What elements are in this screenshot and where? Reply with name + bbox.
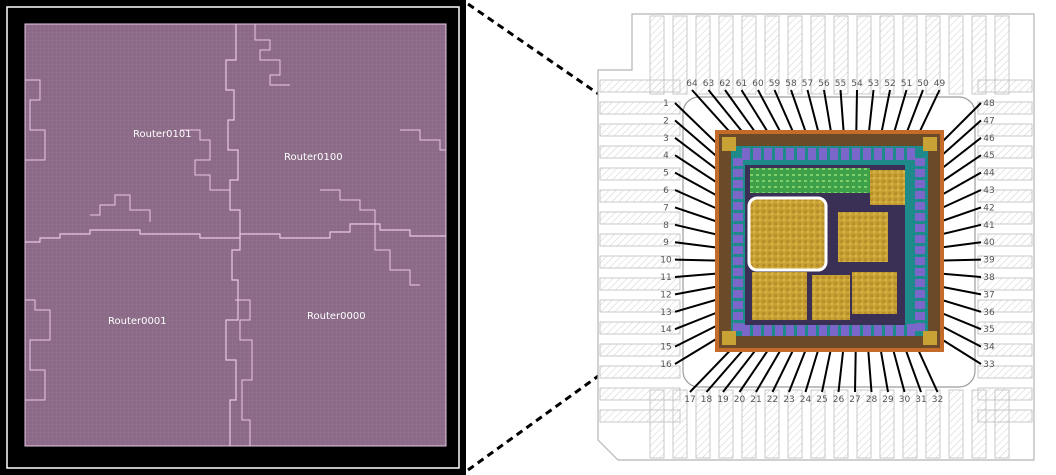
pin-label-left: 6	[663, 186, 669, 196]
pin-label-bottom: 21	[750, 395, 761, 405]
pin-label-right: 46	[983, 134, 995, 144]
pin-label-bottom: 19	[717, 395, 729, 405]
pin-label-top: 51	[901, 79, 912, 89]
pin-label-right: 37	[983, 290, 994, 300]
router-label-0100: Router0100	[284, 152, 343, 163]
pin-label-bottom: 27	[849, 395, 860, 405]
pin-label-right: 43	[983, 186, 994, 196]
bond-pads	[733, 148, 925, 336]
pin-label-right: 38	[983, 273, 995, 283]
pin-label-left: 11	[660, 273, 671, 283]
layout-view-panel: Router0101 Router0100 Router0001 Router0…	[0, 0, 466, 475]
highlighted-core	[747, 196, 828, 272]
pin-label-bottom: 32	[932, 395, 943, 405]
pin-label-left: 9	[663, 238, 669, 248]
pin-label-right: 34	[983, 343, 995, 353]
pin-label-right: 33	[983, 360, 994, 370]
lead-frame	[599, 15, 1033, 459]
pin-label-top: 58	[785, 79, 797, 89]
pin-label-right: 48	[983, 99, 995, 109]
pin-label-right: 41	[983, 221, 994, 231]
pin-label-top: 49	[934, 79, 946, 89]
pin-label-bottom: 20	[734, 395, 746, 405]
pin-label-left: 12	[660, 290, 671, 300]
pin-label-top: 60	[752, 79, 764, 89]
pin-label-top: 53	[868, 79, 879, 89]
pin-label-right: 45	[983, 151, 994, 161]
pin-label-top: 56	[818, 79, 830, 89]
pin-label-left: 10	[660, 256, 672, 266]
pin-label-bottom: 29	[882, 395, 894, 405]
router-label-0000: Router0000	[307, 311, 366, 322]
pin-label-bottom: 24	[800, 395, 812, 405]
pin-label-bottom: 17	[684, 395, 695, 405]
pin-label-right: 36	[983, 308, 995, 318]
pin-label-top: 61	[736, 79, 747, 89]
pin-label-right: 35	[983, 325, 994, 335]
chip-die	[715, 130, 944, 352]
pin-label-left: 7	[663, 203, 669, 213]
pin-label-left: 4	[663, 151, 669, 161]
pin-label-right: 47	[983, 116, 994, 126]
pin-label-right: 40	[983, 238, 995, 248]
pin-label-bottom: 25	[816, 395, 827, 405]
pin-label-right: 42	[983, 203, 994, 213]
pin-label-top: 54	[851, 79, 863, 89]
layout-outline	[6, 6, 460, 469]
pin-label-left: 14	[660, 325, 672, 335]
pin-label-left: 16	[660, 360, 672, 370]
pin-label-bottom: 22	[767, 395, 778, 405]
pin-label-left: 15	[660, 343, 671, 353]
pin-label-top: 50	[917, 79, 929, 89]
pin-label-left: 8	[663, 221, 669, 231]
router-boundary-vertical	[225, 24, 241, 446]
pin-label-left: 3	[663, 134, 669, 144]
pin-label-bottom: 30	[899, 395, 911, 405]
pin-label-top: 55	[835, 79, 846, 89]
pin-label-right: 39	[983, 256, 995, 266]
router-label-0001: Router0001	[108, 316, 167, 327]
pin-label-bottom: 26	[833, 395, 845, 405]
pin-label-left: 13	[660, 308, 671, 318]
pin-label-bottom: 18	[701, 395, 713, 405]
pin-label-right: 44	[983, 169, 995, 179]
pin-label-top: 64	[686, 79, 698, 89]
pin-label-left: 5	[663, 169, 669, 179]
pin-label-top: 59	[769, 79, 781, 89]
pin-label-top: 63	[703, 79, 714, 89]
pin-label-top: 57	[802, 79, 813, 89]
pin-label-top: 62	[719, 79, 730, 89]
pin-label-bottom: 23	[783, 395, 794, 405]
pin-label-bottom: 28	[866, 395, 878, 405]
router-label-0101: Router0101	[133, 129, 192, 140]
pin-label-left: 1	[663, 99, 669, 109]
pin-label-top: 52	[884, 79, 895, 89]
pin-label-left: 2	[663, 116, 669, 126]
pin-label-bottom: 31	[915, 395, 926, 405]
